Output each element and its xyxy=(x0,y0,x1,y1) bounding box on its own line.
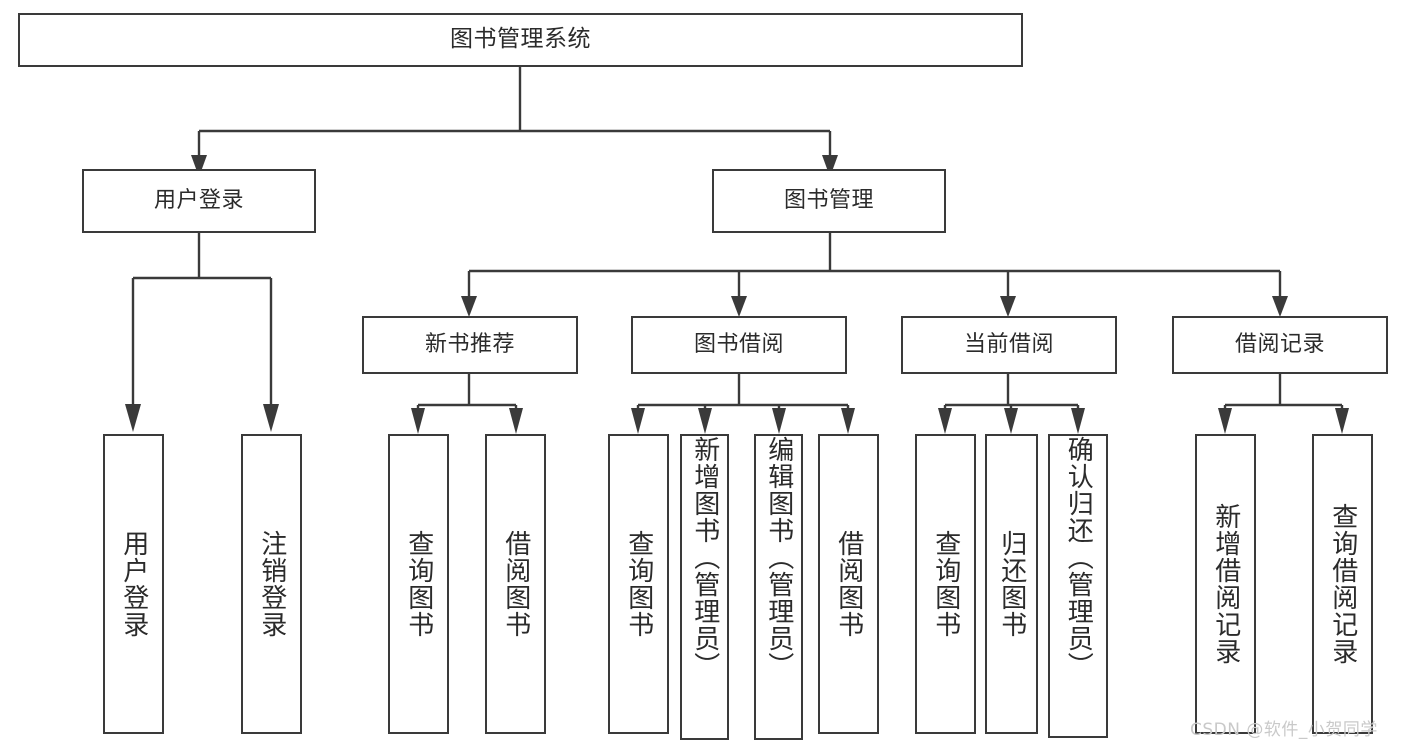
node-label: 图书借阅 xyxy=(693,332,784,358)
node-label: 当前借阅 xyxy=(963,332,1054,358)
node-current-borrow[interactable]: 当前借阅 xyxy=(901,316,1117,374)
node-label: 新增图书（管理员） xyxy=(689,436,720,679)
node-label: 查询图书 xyxy=(623,530,654,638)
leaf-query-book-recommend[interactable]: 查询图书 xyxy=(388,434,449,734)
node-root-system[interactable]: 图书管理系统 xyxy=(18,13,1023,67)
node-user-login[interactable]: 用户登录 xyxy=(82,169,316,233)
leaf-borrow-book-recommend[interactable]: 借阅图书 xyxy=(485,434,546,734)
node-label: 查询图书 xyxy=(930,530,961,638)
node-book-borrow[interactable]: 图书借阅 xyxy=(631,316,847,374)
node-label: 新书推荐 xyxy=(424,332,515,358)
node-label: 查询图书 xyxy=(403,530,434,638)
leaf-query-book-current[interactable]: 查询图书 xyxy=(915,434,976,734)
node-label: 用户登录 xyxy=(118,530,149,638)
node-label: 新增借阅记录 xyxy=(1210,503,1241,665)
node-label: 借阅记录 xyxy=(1234,332,1325,358)
node-borrow-record[interactable]: 借阅记录 xyxy=(1172,316,1388,374)
node-label: 图书管理系统 xyxy=(450,26,591,53)
leaf-add-borrow-record[interactable]: 新增借阅记录 xyxy=(1195,434,1256,734)
watermark-text: CSDN @软件_小贺同学 xyxy=(1190,720,1378,740)
leaf-edit-book-admin[interactable]: 编辑图书（管理员） xyxy=(754,434,803,740)
node-label: 借阅图书 xyxy=(500,530,531,638)
leaf-user-login[interactable]: 用户登录 xyxy=(103,434,164,734)
leaf-confirm-return-admin[interactable]: 确认归还（管理员） xyxy=(1048,434,1108,738)
node-label: 查询借阅记录 xyxy=(1327,503,1358,665)
node-label: 图书管理 xyxy=(783,188,874,214)
leaf-return-book[interactable]: 归还图书 xyxy=(985,434,1038,734)
node-label: 确认归还（管理员） xyxy=(1063,436,1094,679)
leaf-borrow-book[interactable]: 借阅图书 xyxy=(818,434,879,734)
node-label: 编辑图书（管理员） xyxy=(763,436,794,679)
node-label: 借阅图书 xyxy=(833,530,864,638)
leaf-query-borrow-record[interactable]: 查询借阅记录 xyxy=(1312,434,1373,734)
node-label: 注销登录 xyxy=(256,530,287,638)
node-label: 归还图书 xyxy=(996,530,1027,638)
node-book-management[interactable]: 图书管理 xyxy=(712,169,946,233)
node-label: 用户登录 xyxy=(153,188,244,214)
leaf-query-book-borrow[interactable]: 查询图书 xyxy=(608,434,669,734)
node-new-book-recommend[interactable]: 新书推荐 xyxy=(362,316,578,374)
leaf-logout[interactable]: 注销登录 xyxy=(241,434,302,734)
leaf-add-book-admin[interactable]: 新增图书（管理员） xyxy=(680,434,729,740)
